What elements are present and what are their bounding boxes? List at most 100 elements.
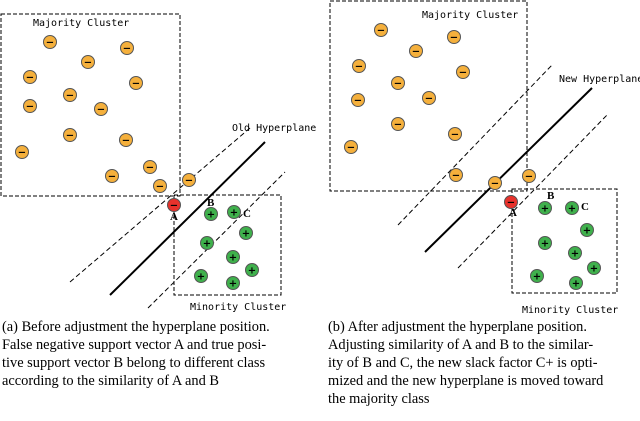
majority-point: −	[447, 30, 461, 44]
margin-line-lower-a	[147, 171, 286, 309]
point-c-label: C	[581, 201, 589, 213]
minority-point: +	[587, 261, 601, 275]
svg-text:+: +	[229, 253, 237, 264]
minority-point: +	[580, 223, 594, 237]
majority-point: −	[456, 65, 470, 79]
svg-text:−: −	[459, 68, 467, 79]
svg-text:−: −	[108, 172, 116, 183]
majority-point: −	[120, 41, 134, 55]
point-a-label: A	[509, 207, 517, 219]
majority-point: −	[449, 168, 463, 182]
svg-text:+: +	[572, 279, 580, 290]
majority-point: −	[43, 35, 57, 49]
majority-point: −	[63, 128, 77, 142]
point-c-label: C	[243, 208, 251, 220]
majority-point: −	[119, 133, 133, 147]
svg-text:−: −	[46, 38, 54, 49]
majority-point: −	[391, 117, 405, 131]
svg-text:+: +	[203, 239, 211, 250]
svg-text:−: −	[66, 131, 74, 142]
svg-text:−: −	[450, 33, 458, 44]
majority-point: −	[143, 160, 157, 174]
minority-point: +	[538, 201, 552, 215]
svg-text:−: −	[122, 136, 130, 147]
caption-line: mized and the new hyperplane is moved to…	[328, 373, 604, 389]
svg-text:−: −	[132, 79, 140, 90]
minority-point: +	[200, 236, 214, 250]
minority-cluster-box-b	[511, 188, 618, 294]
caption-line: ity of B and C, the new slack factor C+ …	[328, 355, 598, 371]
minority-point: +	[530, 269, 544, 283]
minority-cluster-label-a: Minority Cluster	[190, 302, 286, 313]
svg-text:−: −	[18, 148, 26, 159]
caption-line: False negative support vector A and true…	[2, 337, 267, 353]
majority-point: −	[352, 59, 366, 73]
svg-text:+: +	[229, 279, 237, 290]
minority-point: +	[245, 263, 259, 277]
svg-text:+: +	[248, 266, 256, 277]
svg-text:−: −	[185, 176, 193, 187]
point-a-support-vector: −	[504, 195, 518, 209]
majority-point: −	[81, 55, 95, 69]
svg-text:+: +	[568, 204, 576, 215]
minority-cluster-box-a	[173, 194, 282, 296]
majority-point: −	[344, 140, 358, 154]
majority-cluster-box-a	[0, 13, 181, 197]
svg-text:−: −	[26, 102, 34, 113]
caption-line: the majority class	[328, 391, 430, 407]
svg-text:+: +	[197, 272, 205, 283]
svg-text:−: −	[507, 198, 515, 209]
point-a-label: A	[170, 211, 178, 223]
minority-point: +	[226, 276, 240, 290]
svg-text:+: +	[230, 208, 238, 219]
svg-text:+: +	[541, 204, 549, 215]
minority-point: +	[227, 205, 241, 219]
svg-text:−: −	[452, 171, 460, 182]
majority-cluster-label-b: Majority Cluster	[422, 10, 518, 21]
svg-text:−: −	[394, 79, 402, 90]
minority-point: +	[204, 207, 218, 221]
svg-text:−: −	[394, 120, 402, 131]
point-b-label: B	[207, 197, 215, 209]
majority-point: −	[422, 91, 436, 105]
svg-text:−: −	[355, 62, 363, 73]
caption-line: (a) Before adjustment the hyperplane pos…	[2, 319, 270, 335]
majority-point: −	[63, 88, 77, 102]
caption-a: (a) Before adjustment the hyperplane pos…	[2, 318, 314, 390]
majority-point: −	[153, 179, 167, 193]
margin-line-upper-a	[69, 127, 251, 283]
svg-text:−: −	[26, 73, 34, 84]
new-hyperplane-label: New Hyperplane	[559, 74, 640, 85]
point-a-support-vector: −	[167, 198, 181, 212]
majority-point: −	[448, 127, 462, 141]
new-hyperplane-line	[424, 87, 593, 253]
minority-point: +	[194, 269, 208, 283]
svg-text:−: −	[425, 94, 433, 105]
caption-line: Adjusting similarity of A and B to the s…	[328, 337, 594, 353]
svg-text:+: +	[583, 226, 591, 237]
margin-line-upper-b	[397, 63, 554, 226]
svg-text:+: +	[571, 249, 579, 260]
minority-point: +	[565, 201, 579, 215]
majority-point: −	[23, 99, 37, 113]
majority-point: −	[374, 23, 388, 37]
caption-line: according to the similarity of A and B	[2, 373, 220, 389]
majority-point: −	[409, 44, 423, 58]
majority-point: −	[105, 169, 119, 183]
svg-text:−: −	[377, 26, 385, 37]
svg-text:+: +	[242, 229, 250, 240]
majority-point: −	[23, 70, 37, 84]
majority-point: −	[391, 76, 405, 90]
old-hyperplane-label: Old Hyperplane	[232, 123, 316, 134]
svg-text:+: +	[541, 239, 549, 250]
svg-text:−: −	[451, 130, 459, 141]
majority-point: −	[182, 173, 196, 187]
majority-cluster-box-b	[329, 0, 528, 192]
majority-point: −	[351, 93, 365, 107]
majority-point: −	[522, 169, 536, 183]
svg-text:−: −	[525, 172, 533, 183]
minority-cluster-label-b: Minority Cluster	[522, 305, 618, 316]
svg-text:+: +	[533, 272, 541, 283]
caption-line: (b) After adjustment the hyperplane posi…	[328, 319, 587, 335]
